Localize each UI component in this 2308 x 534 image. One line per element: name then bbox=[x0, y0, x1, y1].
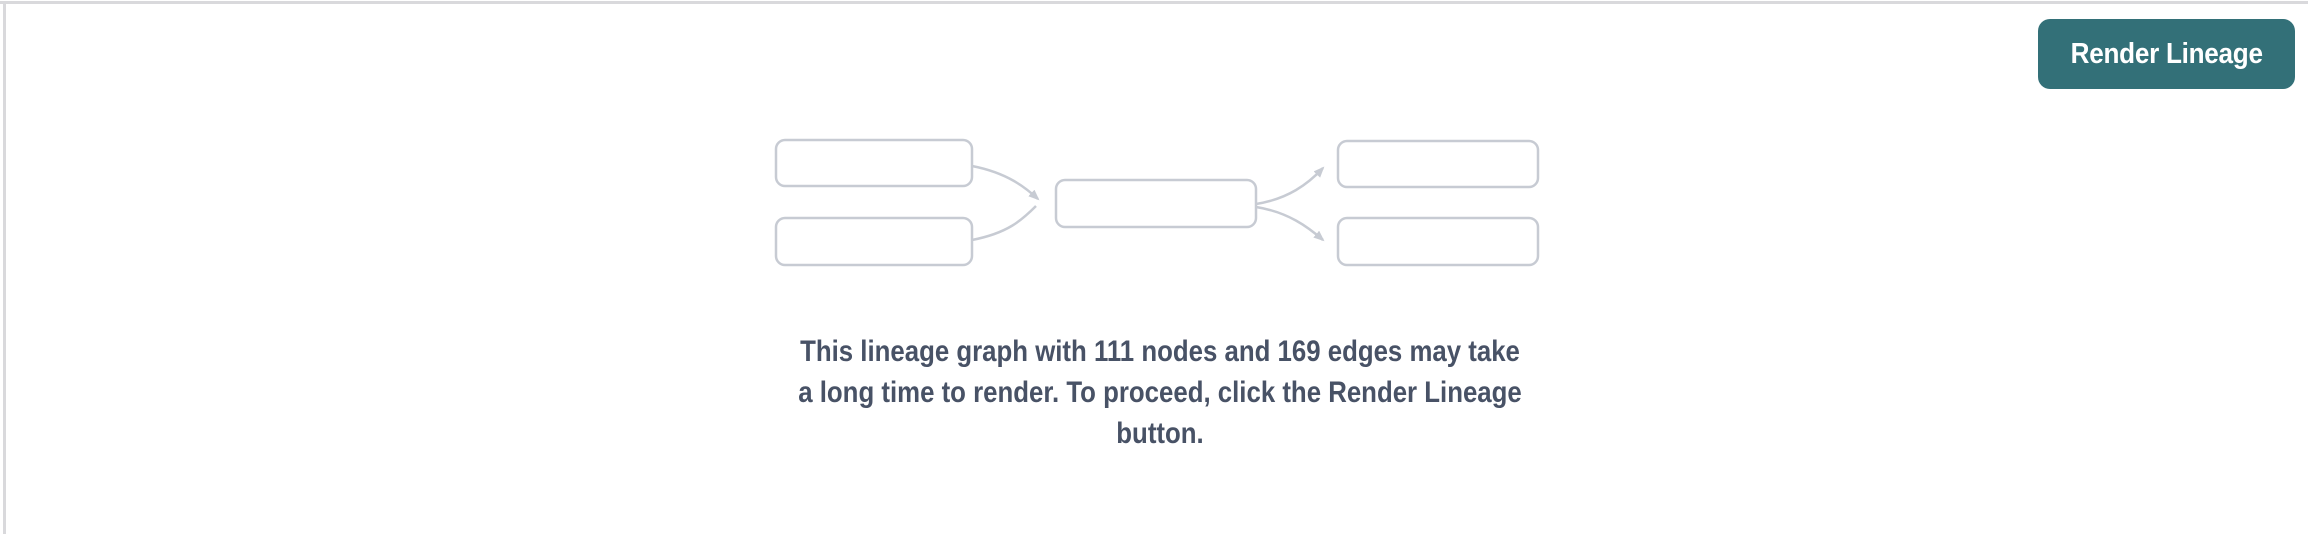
placeholder-edge-downstream-top bbox=[1255, 166, 1325, 206]
left-divider bbox=[3, 1, 6, 534]
lineage-warning-line-2: a long time to render. To proceed, click… bbox=[798, 376, 1522, 409]
top-divider bbox=[0, 1, 2308, 4]
render-lineage-button-label: Render Lineage bbox=[2070, 37, 2263, 70]
placeholder-edge-upstream-top bbox=[971, 164, 1040, 201]
placeholder-node-upstream-bottom bbox=[774, 216, 974, 267]
placeholder-edge-downstream-bottom bbox=[1255, 205, 1325, 242]
placeholder-node-downstream-bottom bbox=[1336, 216, 1540, 267]
render-lineage-button[interactable]: Render Lineage bbox=[2038, 19, 2295, 89]
placeholder-edge-upstream-bottom bbox=[971, 205, 1037, 242]
placeholder-node-upstream-top bbox=[774, 138, 974, 188]
lineage-warning-line-3: button. bbox=[1116, 417, 1204, 450]
lineage-graph-placeholder-icon bbox=[774, 138, 1540, 267]
placeholder-node-center bbox=[1054, 178, 1258, 229]
placeholder-node-downstream-top bbox=[1336, 139, 1540, 189]
lineage-warning-line-1: This lineage graph with 111 nodes and 16… bbox=[800, 335, 1520, 368]
lineage-warning-message: This lineage graph with 111 nodes and 16… bbox=[644, 331, 1676, 454]
